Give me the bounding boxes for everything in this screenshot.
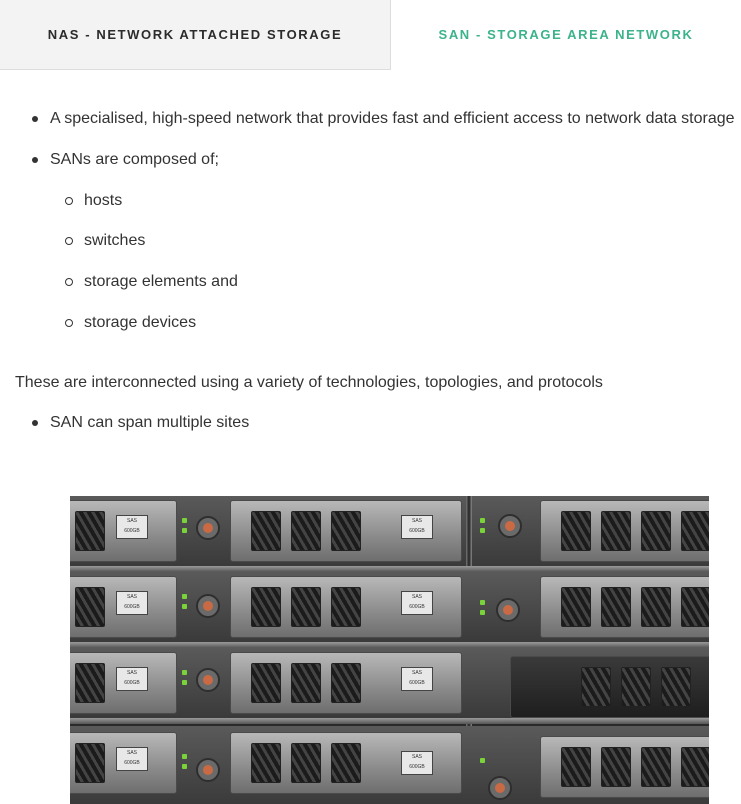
status-led [182,604,187,609]
latch-icon [196,758,220,782]
vent-grille [601,587,631,627]
circle-bullet-icon [65,237,73,245]
vent-grille [641,747,671,787]
bullet-icon [32,420,38,426]
circle-bullet-icon [65,278,73,286]
vent-grille [601,511,631,551]
vent-grille [251,587,281,627]
rack-rail [70,642,709,648]
drive-bay [540,576,709,638]
tab-san[interactable]: SAN - STORAGE AREA NETWORK [391,0,741,69]
latch-icon [196,594,220,618]
status-led [182,518,187,523]
list-item: A specialised, high-speed network that p… [32,109,735,129]
vent-grille [331,511,361,551]
vent-grille [291,743,321,783]
vent-grille [75,587,105,627]
latch-icon [196,668,220,692]
bullet-icon [32,157,38,163]
status-led [182,680,187,685]
vent-grille [641,587,671,627]
sub-list-item: hosts [65,191,122,211]
list-item: SANs are composed of; [32,150,219,170]
circle-bullet-icon [65,197,73,205]
status-led [182,528,187,533]
drive-bay [510,656,709,718]
sub-list-item: storage elements and [65,272,238,292]
bullet-icon [32,116,38,122]
status-led [480,518,485,523]
circle-bullet-icon [65,319,73,327]
paragraph: These are interconnected using a variety… [15,374,603,391]
vent-grille [601,747,631,787]
sub-list-item: storage devices [65,313,196,333]
latch-icon [496,598,520,622]
vent-grille [251,511,281,551]
status-led [182,754,187,759]
vent-grille [291,511,321,551]
vent-grille [641,511,671,551]
vent-grille [681,511,709,551]
vent-grille [251,743,281,783]
status-led [182,594,187,599]
vent-grille [561,747,591,787]
rack-rail [70,566,709,572]
vent-grille [291,587,321,627]
vent-grille [621,667,651,707]
vent-grille [75,511,105,551]
vent-grille [561,511,591,551]
vent-grille [331,587,361,627]
status-led [182,670,187,675]
vent-grille [561,587,591,627]
latch-icon [498,514,522,538]
vent-grille [661,667,691,707]
latch-icon [196,516,220,540]
status-led [480,610,485,615]
list-item: SAN can span multiple sites [32,413,249,433]
vent-grille [75,743,105,783]
drive-bay [540,500,709,562]
vent-grille [291,663,321,703]
status-led [480,600,485,605]
sub-list-item: switches [65,231,145,251]
tab-nas[interactable]: NAS - NETWORK ATTACHED STORAGE [0,0,391,70]
latch-icon [488,776,512,800]
vent-grille [681,747,709,787]
vent-grille [331,743,361,783]
tab-bar: NAS - NETWORK ATTACHED STORAGE SAN - STO… [0,0,741,70]
vent-grille [331,663,361,703]
status-led [480,758,485,763]
vent-grille [251,663,281,703]
vent-grille [581,667,611,707]
status-led [182,764,187,769]
vent-grille [681,587,709,627]
drive-bay [540,736,709,798]
rack-rail [70,718,709,724]
status-led [480,528,485,533]
vent-grille [75,663,105,703]
